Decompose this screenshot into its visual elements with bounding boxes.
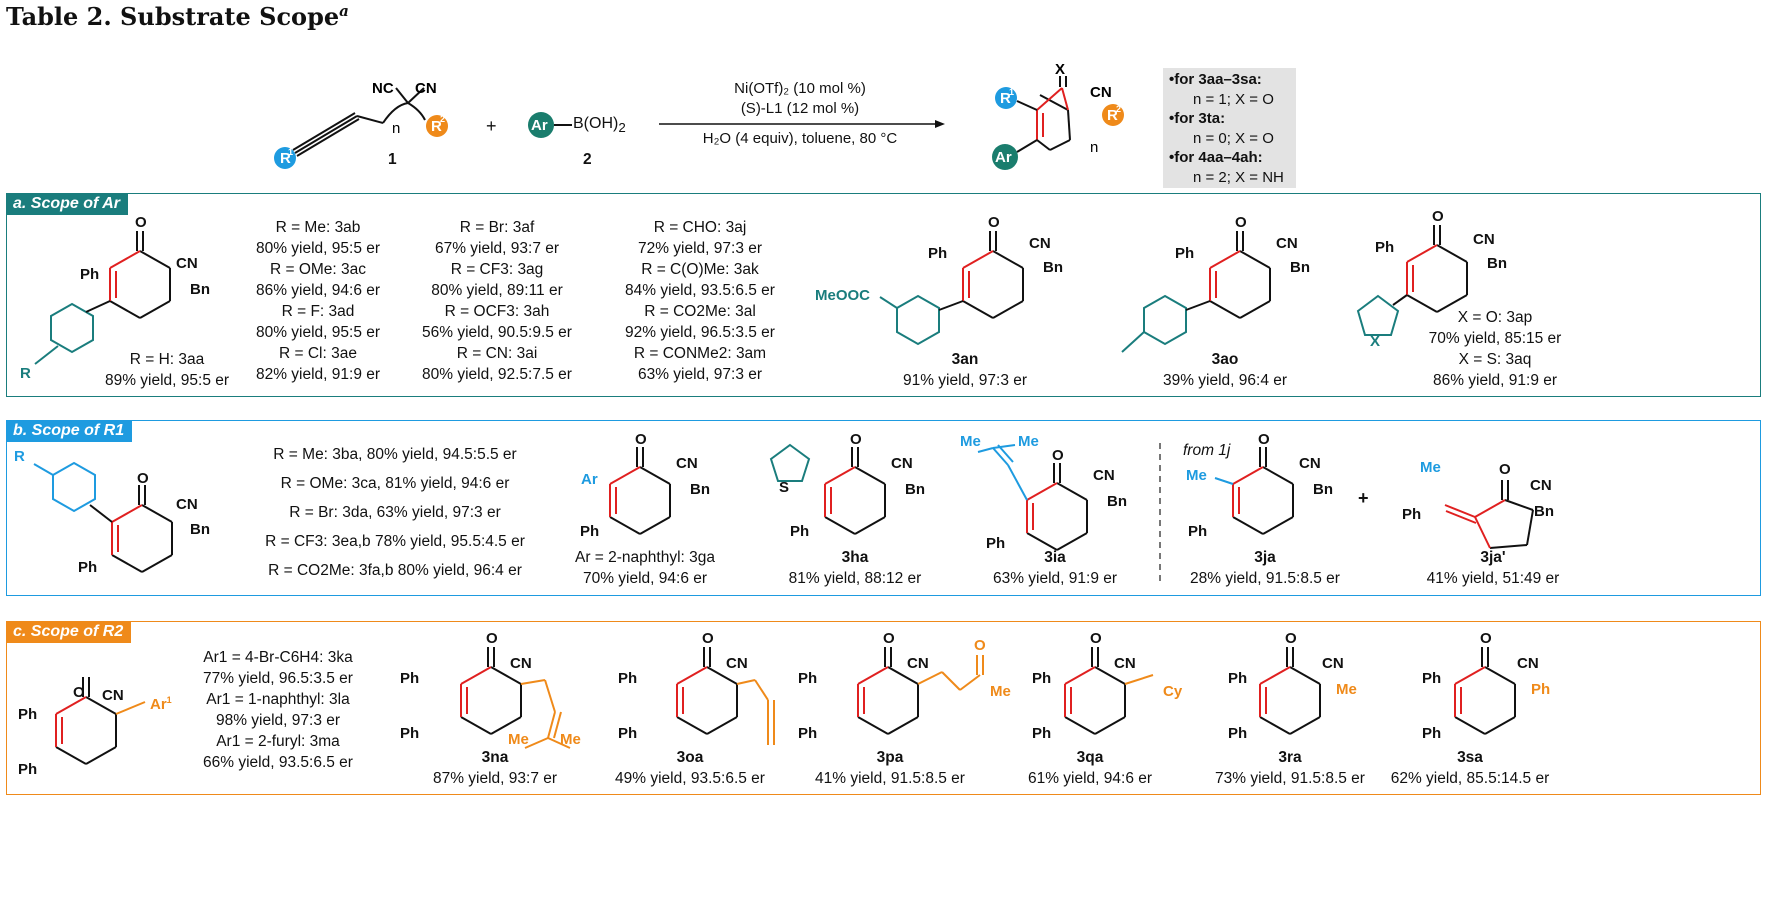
panel-b-list: R = Me: 3ba, 80% yield, 94.5:5.5 er R = …	[265, 446, 525, 579]
svg-text:1: 1	[288, 147, 293, 157]
panel-scope-r2: c. Scope of R2	[6, 621, 1761, 795]
product-structure	[1016, 76, 1071, 153]
table-title: Table 2. Substrate Scopea	[6, 2, 349, 31]
scheme-structures: R 1 NC CN n R 2 Ar R 1 Ar R 2 X CN n	[274, 61, 1124, 170]
info-box: •for 3aa–3sa: n = 1; X = O •for 3ta: n =…	[1163, 68, 1296, 188]
panel-a-title: a. Scope of Ar	[7, 194, 128, 215]
reactant-2-label: 2	[583, 151, 592, 168]
svg-text:1: 1	[1009, 87, 1014, 97]
svg-text:2: 2	[440, 114, 445, 124]
svg-text:n: n	[1090, 139, 1098, 156]
panel-scope-r1: b. Scope of R1	[6, 420, 1761, 596]
panel-c-title: c. Scope of R2	[7, 622, 132, 643]
svg-text:CN: CN	[1090, 84, 1112, 101]
ar1-label: Ar1	[150, 695, 172, 713]
from-1j: from 1j	[1183, 442, 1231, 459]
3jap-label: 3ja'41% yield, 51:49 er	[1426, 549, 1560, 587]
panel-b-title: b. Scope of R1	[7, 421, 133, 442]
3an-ester: MeOOC	[815, 287, 871, 304]
condition-catalyst: Ni(OTf)₂ (10 mol %)	[734, 80, 866, 97]
condition-solvent: H₂O (4 equiv), toluene, 80 °C	[702, 130, 898, 147]
plus-sign: +	[486, 116, 497, 136]
x-label: X	[1055, 61, 1065, 78]
r1-badge	[274, 147, 296, 169]
reactant-1-structure	[292, 87, 426, 157]
svg-text:Ar: Ar	[531, 117, 548, 134]
ar-badge	[528, 112, 554, 138]
svg-text:R: R	[1107, 107, 1118, 124]
r1-badge-label: R	[280, 150, 291, 167]
panel-scope-ar: a. Scope of Ar	[6, 193, 1761, 397]
cn-label: CN	[415, 80, 437, 97]
reactant-1-label: 1	[388, 151, 397, 168]
plus-sign-b: +	[1358, 488, 1369, 508]
title-footnote: a	[339, 2, 349, 20]
reactant-2-rest: B(OH)2	[573, 115, 626, 136]
nc-label: NC	[372, 80, 394, 97]
svg-text:Ar: Ar	[995, 149, 1012, 166]
condition-ligand: (S)-L1 (12 mol %)	[740, 100, 860, 117]
r2-badge	[426, 115, 448, 137]
svg-text:R: R	[1000, 90, 1011, 107]
svg-text:R: R	[431, 118, 442, 135]
svg-text:2: 2	[1116, 104, 1121, 114]
n-label: n	[392, 120, 400, 137]
